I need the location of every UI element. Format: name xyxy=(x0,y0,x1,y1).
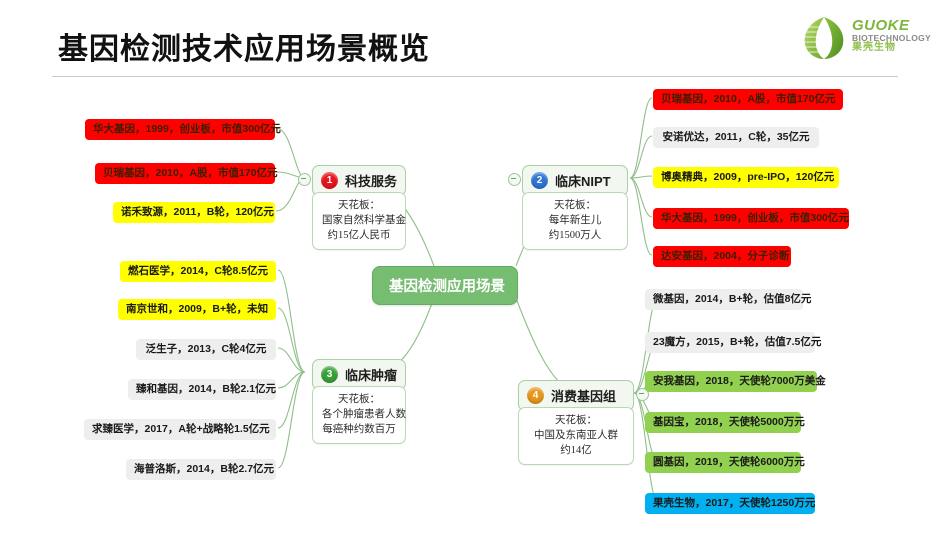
leaf-node[interactable]: 23魔方，2015，B+轮，估值7.5亿元 xyxy=(645,332,821,353)
leaf-node[interactable]: 泛生子，2013，C轮4亿元 xyxy=(136,339,276,360)
leaf-node[interactable]: 贝瑞基因，2010，A股，市值170亿元 xyxy=(95,163,277,184)
leaf-logo-icon xyxy=(800,14,848,62)
leaf-node[interactable]: 臻和基因，2014，B轮2.1亿元 xyxy=(128,379,276,400)
branch-node-临床NIPT[interactable]: 2 临床NIPT xyxy=(522,165,628,196)
leaf-node[interactable]: 华大基因，1999，创业板，市值300亿元 xyxy=(653,208,849,229)
ceiling-note-3: 天花板： 各个肿瘤患者人数 每癌种约数百万 xyxy=(312,386,406,444)
leaf-node[interactable]: 燃石医学，2014，C轮8.5亿元 xyxy=(120,261,276,282)
branch-badge-4: 4 xyxy=(527,387,544,404)
leaf-node[interactable]: 求臻医学，2017，A轮+战略轮1.5亿元 xyxy=(84,419,276,440)
branch-badge-3: 3 xyxy=(321,366,338,383)
leaf-node[interactable]: 贝瑞基因，2010，A股，市值170亿元 xyxy=(653,89,843,110)
note-line: 中国及东南亚人群 xyxy=(534,430,618,442)
leaf-node[interactable]: 诺禾致源，2011，B轮，120亿元 xyxy=(113,202,275,223)
leaf-node[interactable]: 果壳生物，2017，天使轮1250万元 xyxy=(645,493,815,514)
branch-badge-2: 2 xyxy=(531,172,548,189)
branch-label-1: 科技服务 xyxy=(345,174,398,189)
note-line: 约1500万人 xyxy=(548,230,602,242)
leaf-node[interactable]: 安我基因，2018，天使轮7000万美金 xyxy=(645,371,826,392)
note-line: 每年新生儿 xyxy=(548,215,602,227)
company-logo: GUOKE BIOTECHNOLOGY 果壳生物 xyxy=(800,12,942,64)
collapse-toggle-branch-1[interactable] xyxy=(298,173,311,186)
branch-node-科技服务[interactable]: 1 科技服务 xyxy=(312,165,406,196)
leaf-node[interactable]: 南京世和，2009，B+轮，未知 xyxy=(118,299,276,320)
mindmap-canvas[interactable]: 基因检测应用场景 1 科技服务 天花板： 国家自然科学基金 约15亿人民币 华大… xyxy=(0,80,950,535)
branch-label-4: 消费基因组 xyxy=(551,389,617,404)
logo-name-en: GUOKE xyxy=(852,17,910,34)
note-line: 天花板： xyxy=(338,394,380,405)
page-title: 基因检测技术应用场景概览 xyxy=(58,33,430,66)
collapse-toggle-branch-2[interactable] xyxy=(508,173,521,186)
root-node[interactable]: 基因检测应用场景 xyxy=(372,266,518,305)
branch-node-临床肿瘤[interactable]: 3 临床肿瘤 xyxy=(312,359,406,390)
ceiling-note-4: 天花板： 中国及东南亚人群 约14亿 xyxy=(518,407,634,465)
branch-label-2: 临床NIPT xyxy=(555,174,611,189)
branch-badge-1: 1 xyxy=(321,172,338,189)
ceiling-note-2: 天花板： 每年新生儿 约1500万人 xyxy=(522,192,628,250)
ceiling-note-1: 天花板： 国家自然科学基金 约15亿人民币 xyxy=(312,192,406,250)
leaf-node[interactable]: 基因宝，2018，天使轮5000万元 xyxy=(645,412,805,433)
leaf-node[interactable]: 华大基因，1999，创业板，市值300亿元 xyxy=(85,119,281,140)
branch-label-3: 临床肿瘤 xyxy=(345,368,398,383)
leaf-node[interactable]: 圆基因，2019，天使轮6000万元 xyxy=(645,452,805,473)
note-line: 天花板： xyxy=(555,415,597,426)
logo-tagline-en: BIOTECHNOLOGY xyxy=(852,32,931,43)
note-line: 天花板： xyxy=(338,200,380,211)
title-divider xyxy=(52,76,898,77)
leaf-node[interactable]: 安诺优达，2011，C轮，35亿元 xyxy=(653,127,819,148)
leaf-node[interactable]: 达安基因，2004，分子诊断 xyxy=(653,246,791,267)
leaf-node[interactable]: 海普洛斯，2014，B轮2.7亿元 xyxy=(126,459,276,480)
note-line: 每癌种约数百万 xyxy=(322,424,396,436)
note-line: 各个肿瘤患者人数 xyxy=(322,409,406,421)
logo-name-cn: 果壳生物 xyxy=(852,41,896,53)
note-line: 天花板： xyxy=(554,200,596,211)
leaf-node[interactable]: 博奥精典，2009，pre-IPO，120亿元 xyxy=(653,167,839,188)
note-line: 约15亿人民币 xyxy=(327,230,391,242)
leaf-node[interactable]: 微基因，2014，B+轮，估值8亿元 xyxy=(645,289,811,310)
note-line: 约14亿 xyxy=(560,445,592,457)
logo-wordmark: GUOKE BIOTECHNOLOGY 果壳生物 xyxy=(852,18,931,53)
note-line: 国家自然科学基金 xyxy=(322,215,406,227)
